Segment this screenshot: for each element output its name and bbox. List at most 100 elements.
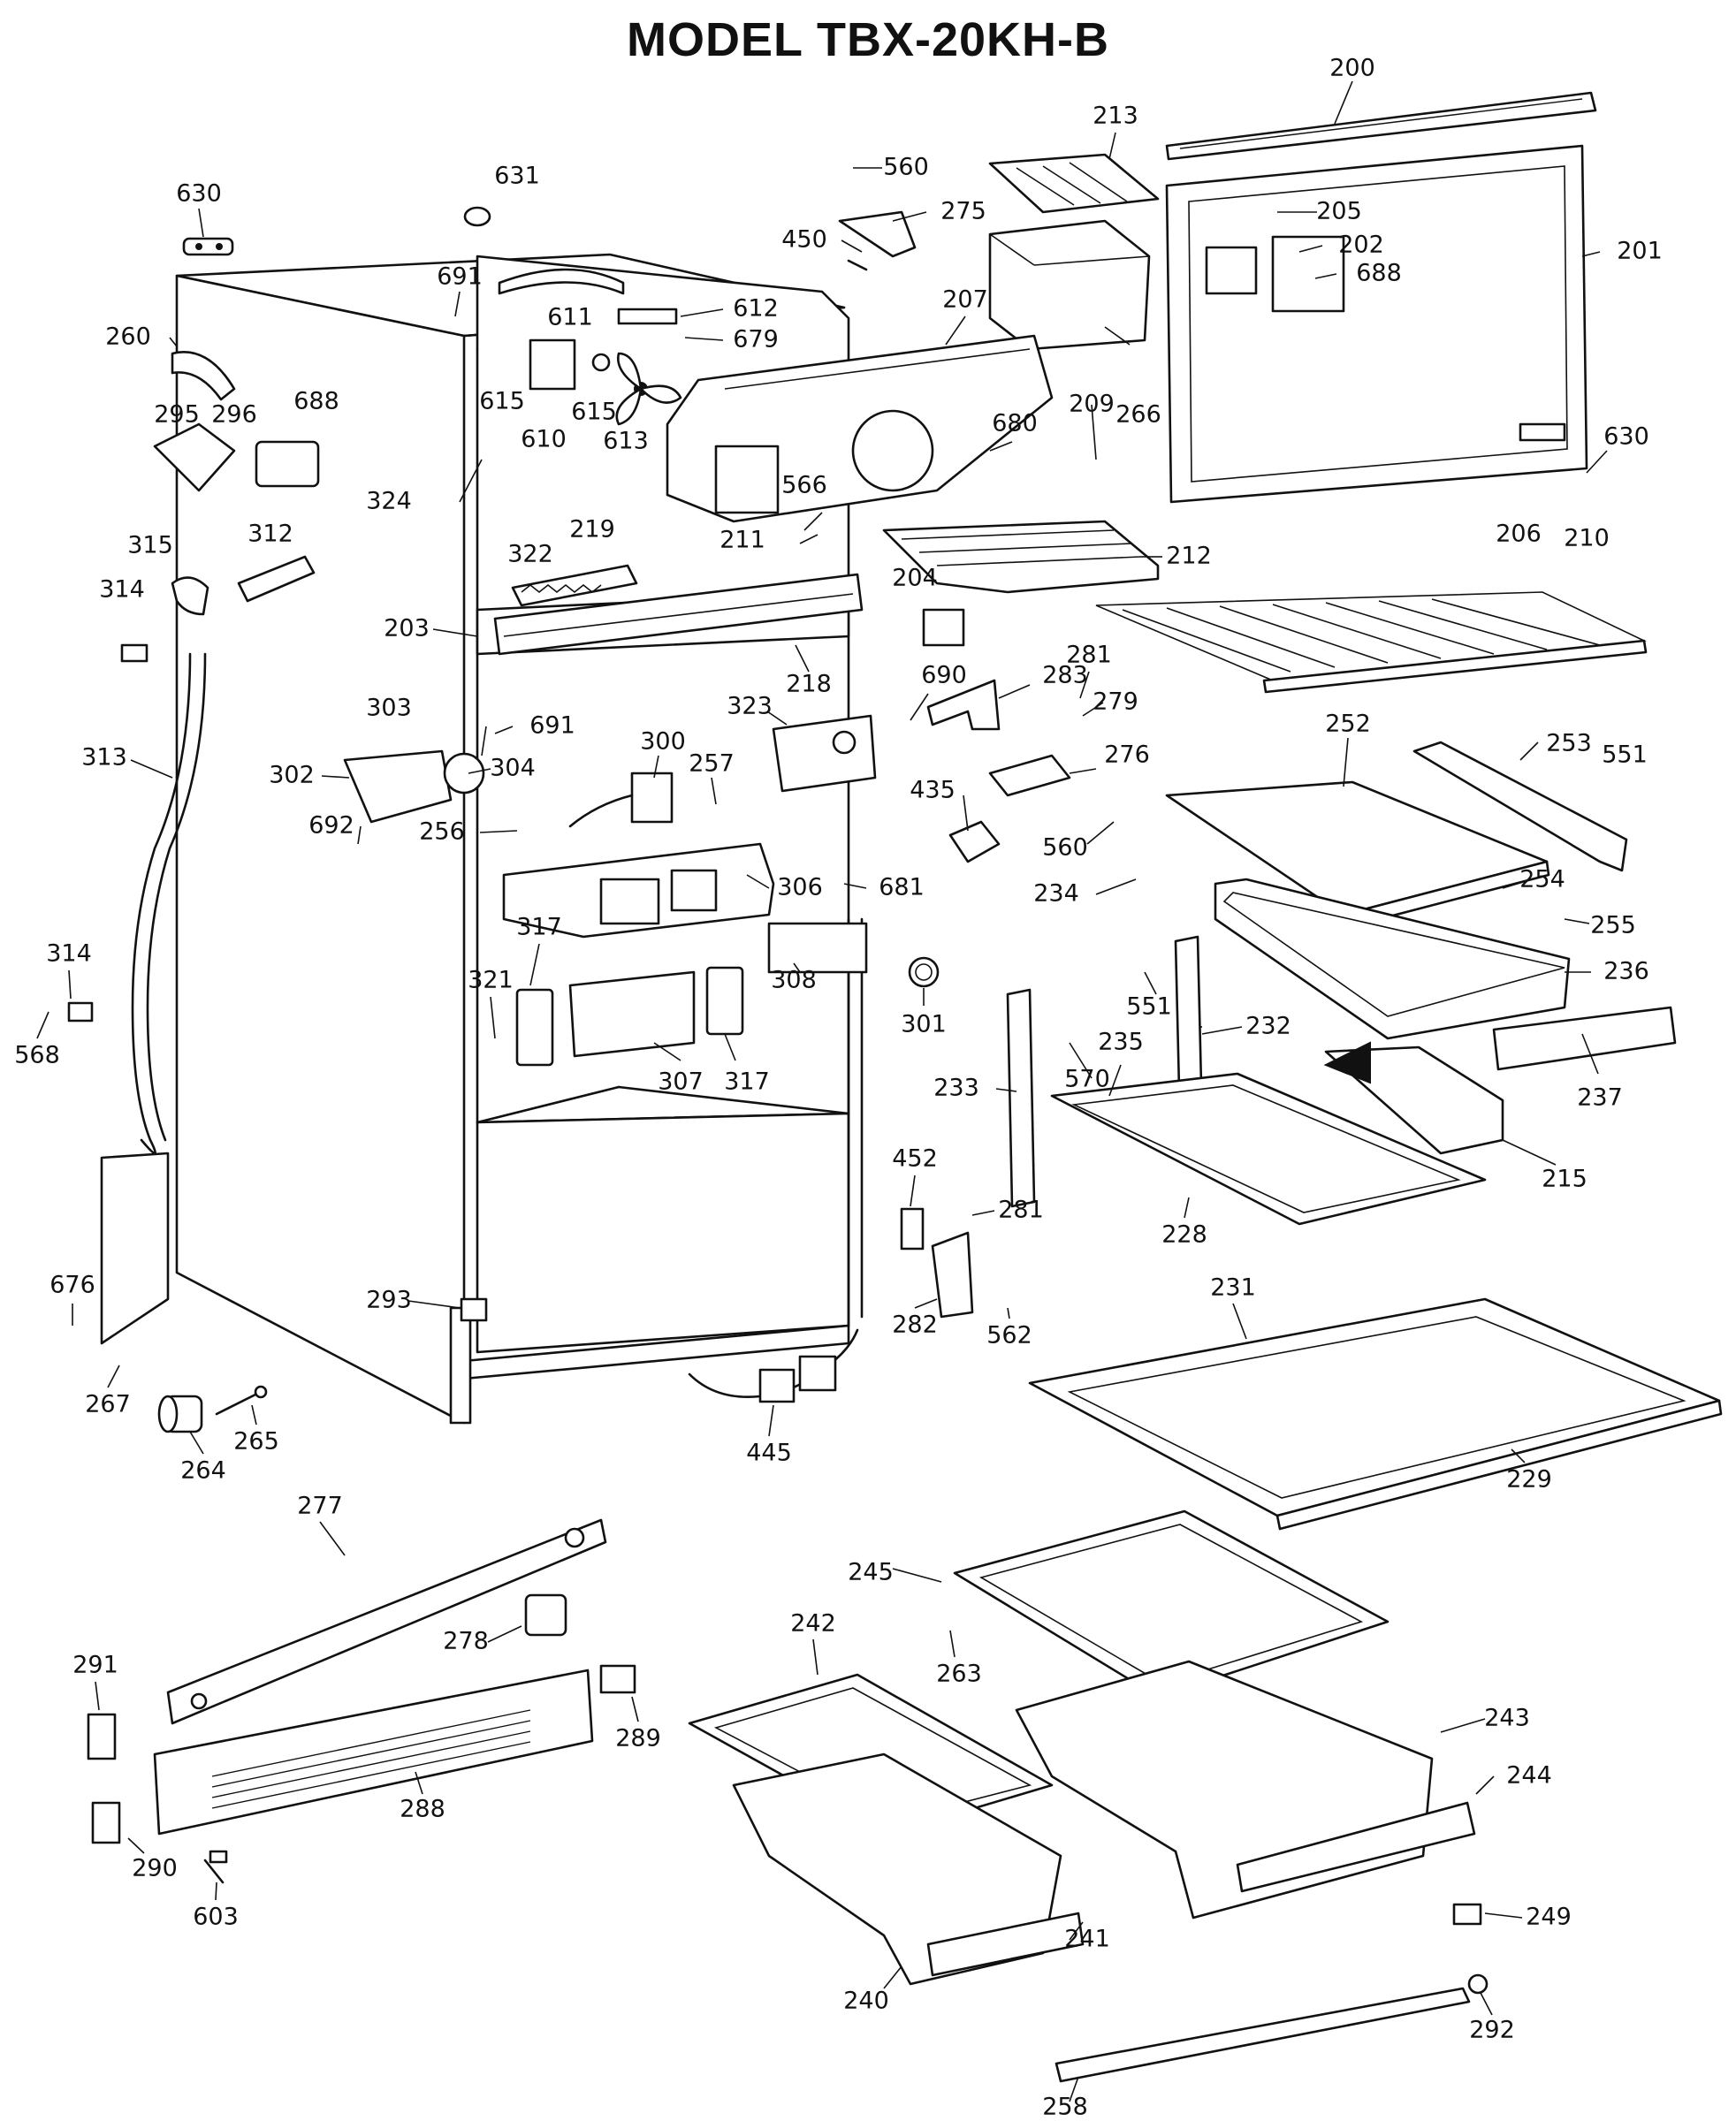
bracket-323 <box>772 714 877 793</box>
callout-292: 292 <box>1469 2017 1515 2044</box>
callout-276: 276 <box>1104 741 1150 769</box>
screw-603 <box>203 1850 228 1884</box>
thermostat-302-303 <box>343 749 485 824</box>
callout-215: 215 <box>1542 1166 1588 1193</box>
callout-229: 229 <box>1506 1466 1552 1494</box>
callout-231: 231 <box>1210 1274 1256 1302</box>
callout-688a: 688 <box>1356 260 1402 287</box>
clip-435 <box>948 820 1001 863</box>
callout-691b: 691 <box>529 712 575 740</box>
callout-615b: 615 <box>571 399 617 426</box>
callout-303: 303 <box>366 695 412 722</box>
callout-631: 631 <box>494 163 540 190</box>
hinge-top-630 <box>182 237 234 256</box>
callout-283: 283 <box>1042 662 1088 689</box>
callout-288: 288 <box>400 1796 445 1823</box>
crisper-pan-243 <box>1015 1660 1476 1920</box>
callout-688b: 688 <box>293 388 339 415</box>
callout-321: 321 <box>468 967 514 994</box>
callout-301: 301 <box>901 1011 947 1038</box>
callout-206: 206 <box>1496 521 1542 548</box>
callout-204: 204 <box>892 565 938 592</box>
callout-680: 680 <box>992 410 1038 437</box>
callout-240: 240 <box>843 1988 889 2015</box>
door-gasket-strip-200 <box>1165 91 1597 161</box>
leader-lines <box>36 80 1608 2102</box>
callout-551b: 551 <box>1126 993 1172 1021</box>
ice-bucket-266 <box>988 219 1151 351</box>
callout-307: 307 <box>658 1068 704 1096</box>
shelf-bracket-253 <box>1412 741 1628 872</box>
shelf-228 <box>1050 1072 1487 1226</box>
heater-219 <box>511 564 638 607</box>
callout-257: 257 <box>689 750 735 778</box>
callout-255: 255 <box>1590 912 1636 939</box>
rail-277 <box>166 1518 607 1725</box>
callout-295: 295 <box>154 401 200 429</box>
callout-681: 681 <box>879 874 925 901</box>
elbow-312-315 <box>171 555 316 616</box>
crisper-cover-245 <box>953 1509 1390 1699</box>
control-295-296 <box>153 422 320 492</box>
evaporator-cover-207 <box>666 334 1054 523</box>
fan-motor-610 <box>529 338 611 391</box>
grille-288 <box>153 1669 594 1836</box>
wire-shelf-206 <box>1095 591 1648 694</box>
callout-560b: 560 <box>1042 834 1088 862</box>
diagram-title: MODEL TBX-20KH-B <box>626 13 1110 66</box>
callout-263: 263 <box>936 1661 982 1688</box>
callout-253: 253 <box>1546 730 1592 757</box>
callout-289: 289 <box>615 1725 661 1752</box>
callout-566: 566 <box>781 472 827 499</box>
callout-452: 452 <box>892 1145 938 1173</box>
callout-314b: 314 <box>46 940 92 968</box>
callout-278: 278 <box>443 1628 489 1655</box>
roller-264 <box>157 1395 203 1433</box>
callout-562: 562 <box>986 1322 1032 1349</box>
callout-236: 236 <box>1603 958 1649 985</box>
panel-267 <box>100 1152 170 1345</box>
callout-314a: 314 <box>99 576 145 604</box>
callout-241: 241 <box>1064 1926 1110 1953</box>
callout-306: 306 <box>777 874 823 901</box>
callout-258: 258 <box>1042 2094 1088 2121</box>
callout-676: 676 <box>49 1272 95 1299</box>
thermometer-301 <box>908 956 940 988</box>
callout-256: 256 <box>419 818 465 846</box>
bracket-452 <box>900 1207 925 1251</box>
callout-205: 205 <box>1316 198 1362 225</box>
roller-278 <box>524 1593 567 1637</box>
callout-315: 315 <box>127 532 173 559</box>
crisper-pan-240 <box>732 1752 1085 1986</box>
clips-291-290 <box>87 1713 121 1844</box>
freezer-shelf-212 <box>882 520 1160 594</box>
callout-293: 293 <box>366 1287 412 1314</box>
callout-692: 692 <box>308 812 354 840</box>
hinge-275 <box>838 210 917 271</box>
callout-615a: 615 <box>479 388 525 415</box>
callout-323: 323 <box>727 693 773 720</box>
callout-679: 679 <box>733 326 779 354</box>
callout-296: 296 <box>211 401 257 429</box>
callout-202: 202 <box>1338 232 1384 259</box>
callout-254: 254 <box>1519 866 1565 893</box>
callout-237: 237 <box>1577 1084 1623 1112</box>
bracket-611 <box>498 268 625 295</box>
callout-450: 450 <box>781 226 827 254</box>
callout-243: 243 <box>1484 1705 1530 1732</box>
callout-201: 201 <box>1617 238 1663 265</box>
control-housing-306 <box>502 842 775 939</box>
hinge-283-276 <box>926 679 1071 797</box>
covers-317 <box>515 966 744 1067</box>
callout-265: 265 <box>233 1428 279 1456</box>
callout-212: 212 <box>1166 543 1212 570</box>
callout-313: 313 <box>81 744 127 772</box>
callout-308: 308 <box>771 967 817 994</box>
callout-570: 570 <box>1064 1066 1110 1093</box>
callout-317a: 317 <box>516 914 562 941</box>
clip-314b <box>67 1001 94 1022</box>
callout-291: 291 <box>72 1652 118 1679</box>
ice-tray-213 <box>988 153 1160 214</box>
wire-harness-445 <box>688 1328 859 1403</box>
